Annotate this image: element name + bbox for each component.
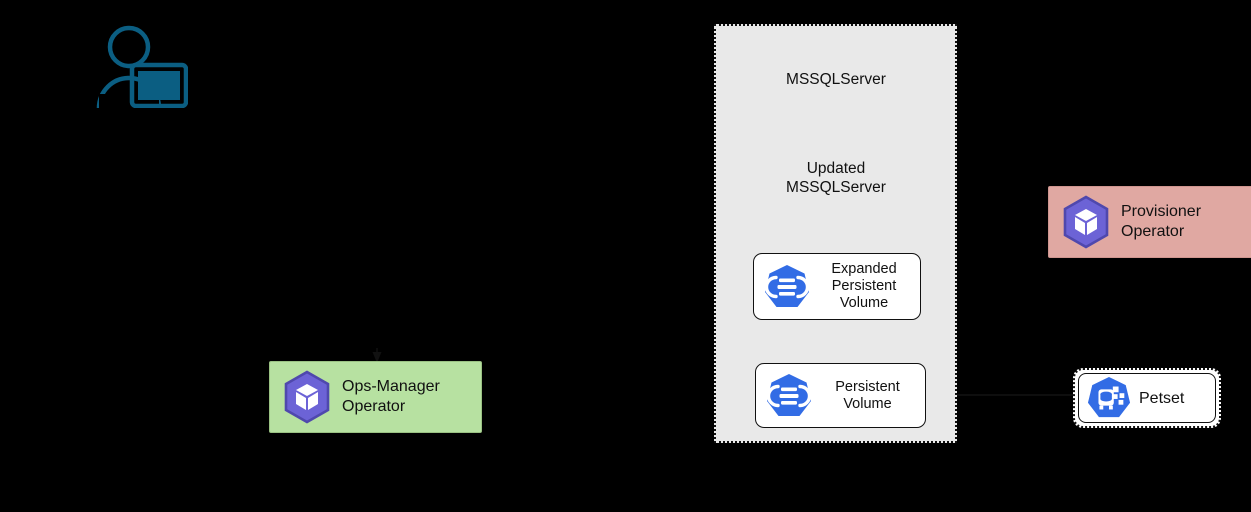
mssqlserver-label: MSSQLServer [786, 71, 886, 88]
user-computer-icon [96, 24, 189, 114]
persistent-volume-label: Persistent Volume [835, 378, 900, 412]
ops-manager-operator-node[interactable]: Ops-Manager Operator [269, 361, 482, 433]
petset-label: Petset [1139, 389, 1185, 407]
persistent-volume-node[interactable]: Persistent Volume [755, 363, 926, 428]
petset-node[interactable]: Petset [1073, 368, 1221, 428]
provisioner-operator-node[interactable]: Provisioner Operator [1048, 186, 1251, 258]
kubernetes-pv-icon [764, 264, 810, 307]
kubernetes-petset-icon [1087, 376, 1131, 418]
ops-manager-operator-label: Ops-Manager Operator [342, 378, 440, 415]
provisioner-operator-label: Provisioner Operator [1121, 203, 1202, 240]
expanded-persistent-volume-label: Expanded Persistent Volume [831, 261, 897, 311]
kubernetes-operator-icon [284, 370, 330, 424]
kubernetes-operator-icon [1063, 195, 1109, 249]
updated-mssqlserver-label: Updated MSSQLServer [786, 160, 886, 196]
kubernetes-pv-icon [766, 373, 812, 416]
expanded-persistent-volume-node[interactable]: Expanded Persistent Volume [753, 253, 921, 320]
